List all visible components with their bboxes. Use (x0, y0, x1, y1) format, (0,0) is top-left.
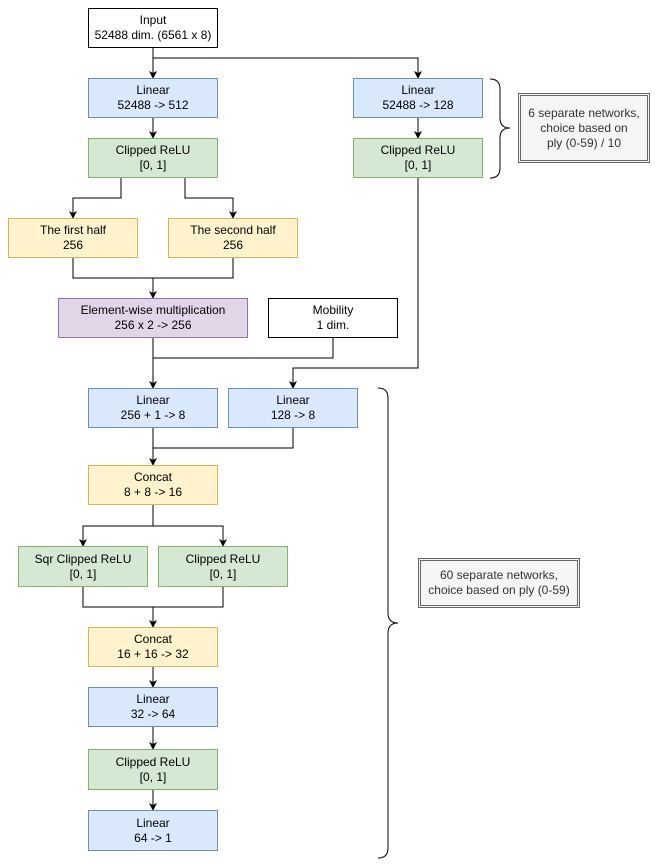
second-half-title: The second half (190, 223, 276, 237)
relu-main-node: Clipped ReLU [0, 1] (88, 138, 218, 178)
relu-16-detail: [0, 1] (209, 566, 237, 581)
mobility-detail: 1 dim. (316, 318, 350, 332)
edge-input-to-linear-side (153, 57, 422, 79)
input-node: Input 52488 dim. (6561 x 8) (88, 8, 218, 48)
elementwise-title: Element-wise multiplication (80, 303, 226, 317)
relu-side-detail: [0, 1] (404, 158, 432, 172)
concat1-node: Concat 8 + 8 -> 16 (88, 465, 218, 505)
relu-16-title: Clipped ReLU (185, 551, 261, 566)
edge-concat-to-relu-16 (153, 525, 227, 547)
input-node-detail: 52488 dim. (6561 x 8) (94, 28, 212, 42)
edge-mobility-to-merge (153, 338, 334, 359)
side-networks-note-line2: choice based on (540, 120, 628, 135)
second-half-detail: 256 (222, 238, 244, 252)
relu-64-title: Clipped ReLU (115, 754, 191, 769)
relu-side-title: Clipped ReLU (380, 143, 456, 157)
edge-halves-to-elementwise (72, 258, 234, 279)
brace-side-networks (489, 78, 511, 179)
elementwise-node: Element-wise multiplication 256 x 2 -> 2… (58, 298, 248, 338)
relu-main-title: Clipped ReLU (115, 143, 191, 157)
sqr-relu-node: Sqr Clipped ReLU [0, 1] (18, 546, 148, 587)
brace-layer-stacks (377, 387, 399, 859)
mobility-title: Mobility (312, 303, 354, 317)
linear-side-title: Linear (401, 83, 435, 97)
side-networks-note-line1: 6 separate networks, (528, 105, 640, 120)
sqr-relu-detail: [0, 1] (69, 566, 97, 581)
linear-32-node: Linear 32 -> 64 (88, 687, 218, 727)
layer-stacks-note-line1: 60 separate networks, (439, 568, 559, 582)
side-networks-note: 6 separate networks, choice based on ply… (518, 93, 650, 163)
linear-side-detail: 52488 -> 128 (382, 98, 454, 112)
relu-64-detail: [0, 1] (139, 769, 167, 784)
linear-main-title: Linear (136, 83, 170, 97)
linear-32-detail: 32 -> 64 (130, 707, 176, 721)
linear-main-detail: 52488 -> 512 (117, 98, 189, 112)
second-half-node: The second half 256 (168, 218, 298, 258)
concat2-node: Concat 16 + 16 -> 32 (88, 627, 218, 667)
linear-128-node: Linear 128 -> 8 (228, 388, 358, 428)
linear-out-detail: 64 -> 1 (134, 830, 172, 845)
edge-linear-128-to-concat (153, 428, 294, 449)
relu-16-node: Clipped ReLU [0, 1] (158, 546, 288, 587)
first-half-detail: 256 (62, 238, 84, 252)
linear-32-title: Linear (136, 692, 170, 706)
linear-257-title: Linear (136, 393, 170, 407)
concat2-title: Concat (133, 632, 173, 646)
concat2-detail: 16 + 16 -> 32 (117, 647, 189, 661)
relu-main-detail: [0, 1] (139, 158, 167, 172)
concat1-title: Concat (133, 470, 173, 484)
edge-activations-merge (82, 587, 224, 608)
sqr-relu-title: Sqr Clipped ReLU (34, 551, 132, 566)
first-half-title: The first half (39, 223, 107, 237)
linear-out-node: Linear 64 -> 1 (88, 810, 218, 851)
linear-128-detail: 128 -> 8 (270, 408, 316, 422)
linear-main-node: Linear 52488 -> 512 (88, 78, 218, 118)
edge-relu-side-to-linear-128 (289, 178, 419, 389)
linear-257-detail: 256 + 1 -> 8 (120, 408, 186, 422)
linear-128-title: Linear (276, 393, 310, 407)
side-networks-note-line3: ply (0-59) / 10 (546, 135, 622, 150)
mobility-node: Mobility 1 dim. (268, 298, 398, 338)
input-node-title: Input (139, 13, 167, 27)
layer-stacks-note: 60 separate networks, choice based on pl… (418, 558, 580, 608)
layer-stacks-note-line2: choice based on ply (0-59) (428, 583, 570, 597)
relu-side-node: Clipped ReLU [0, 1] (353, 138, 483, 178)
linear-257-node: Linear 256 + 1 -> 8 (88, 388, 218, 428)
elementwise-detail: 256 x 2 -> 256 (114, 318, 192, 332)
linear-out-title: Linear (136, 815, 170, 830)
edge-relu-to-first-half (69, 178, 122, 219)
linear-side-node: Linear 52488 -> 128 (353, 78, 483, 118)
edge-concat-to-sqr-relu (79, 505, 154, 547)
relu-64-node: Clipped ReLU [0, 1] (88, 749, 218, 790)
first-half-node: The first half 256 (8, 218, 138, 258)
concat1-detail: 8 + 8 -> 16 (123, 485, 183, 499)
edge-relu-to-second-half (184, 178, 237, 219)
